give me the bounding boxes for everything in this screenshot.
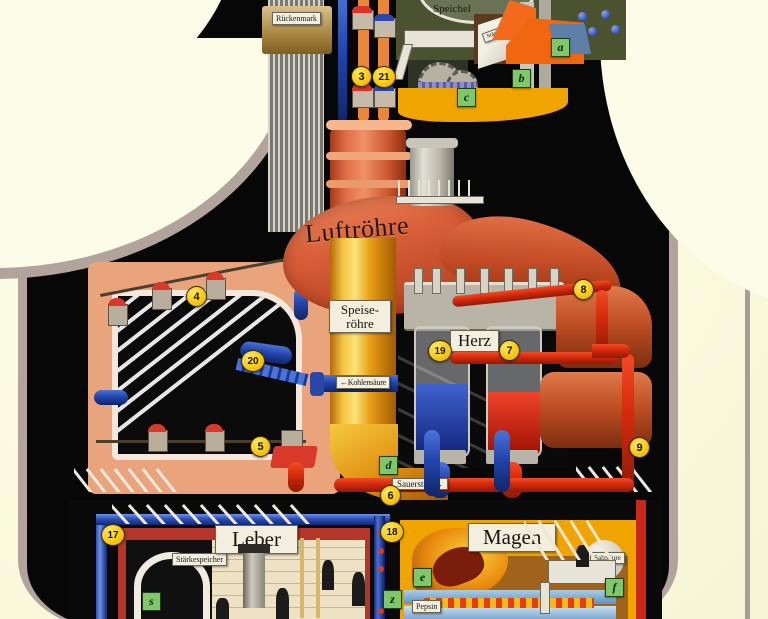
indicator-lamp xyxy=(378,566,384,572)
arm-rail-lower xyxy=(96,440,306,443)
arm-vein-left xyxy=(94,390,128,405)
abdomen-right-wall xyxy=(636,500,646,619)
stomach-ladder xyxy=(540,582,550,614)
portal-vein-left-column xyxy=(96,516,107,619)
liver-press xyxy=(243,548,265,608)
ladder-rail xyxy=(300,538,304,618)
label-speiseroehre-line1: Speise- xyxy=(340,302,380,317)
hand-pipe xyxy=(288,462,304,492)
insulator xyxy=(374,18,396,38)
letter-marker-s[interactable]: s xyxy=(142,592,161,611)
letter-marker-d[interactable]: d xyxy=(379,456,398,475)
portal-vein-top-rail xyxy=(96,514,390,525)
insulator-cap xyxy=(352,6,372,13)
letter-marker-f[interactable]: f xyxy=(605,578,624,597)
worker-figure xyxy=(352,572,365,606)
marker-17[interactable]: 17 xyxy=(101,524,125,546)
marker-19[interactable]: 19 xyxy=(428,340,452,362)
marker-4[interactable]: 4 xyxy=(186,286,207,307)
tank-lid xyxy=(406,138,458,148)
nerve-cable-2 xyxy=(358,0,369,122)
rail-insulator-cap xyxy=(152,282,170,290)
frame-right-line xyxy=(745,0,750,619)
label-rueckenmark: Rückenmark xyxy=(272,12,321,25)
artery-elbow xyxy=(592,344,630,358)
rail-insulator xyxy=(205,430,225,452)
rail-insulator xyxy=(152,288,172,310)
label-pepsin: Pepsin xyxy=(412,600,442,613)
co2-pipe-flange xyxy=(310,372,324,396)
rail-insulator xyxy=(108,304,128,326)
marker-7[interactable]: 7 xyxy=(499,340,520,361)
worker-figure xyxy=(216,598,229,619)
rail-insulator xyxy=(148,430,168,452)
valve-pin xyxy=(414,268,423,294)
marker-9[interactable]: 9 xyxy=(629,437,650,458)
oxygen-pipe xyxy=(334,478,634,492)
ladder-rail xyxy=(316,538,320,618)
rail-insulator-cap xyxy=(206,272,224,280)
nerve-cable-1 xyxy=(338,0,347,122)
indicator-lamp xyxy=(378,608,384,614)
letter-marker-a[interactable]: a xyxy=(551,38,570,57)
stomach-heating-elements xyxy=(424,598,594,608)
trachea-ring xyxy=(326,152,412,160)
esophagus-column xyxy=(330,238,396,448)
trachea-ring xyxy=(326,120,412,130)
pulmonary-artery xyxy=(450,352,618,364)
aorta-descending-upper xyxy=(596,290,608,354)
marker-6[interactable]: 6 xyxy=(380,485,401,506)
valve-pin xyxy=(432,268,441,294)
worker-figure xyxy=(276,588,289,619)
insulator xyxy=(374,88,396,108)
stomach-hatch xyxy=(524,520,616,560)
marker-21[interactable]: 21 xyxy=(372,66,396,88)
label-staerkespeicher: Stärkespeicher xyxy=(172,553,228,566)
conveyor-belt xyxy=(418,82,476,92)
molecule-dot xyxy=(601,10,610,19)
rail-insulator-cap xyxy=(108,298,126,306)
rail-insulator-cap xyxy=(148,424,166,432)
label-speichel: Speichel xyxy=(433,3,471,15)
marker-8[interactable]: 8 xyxy=(573,279,594,300)
letter-marker-z[interactable]: z xyxy=(383,590,402,609)
indicator-lamp xyxy=(378,548,384,554)
vein-down-left xyxy=(424,430,440,496)
molecule-dot xyxy=(588,27,597,36)
worker-figure xyxy=(576,545,589,567)
insulator-cap xyxy=(374,14,394,21)
molecule-dot xyxy=(611,25,620,34)
label-herz: Herz xyxy=(450,330,500,352)
label-speiseroehre: Speise- röhre xyxy=(329,300,391,334)
rail-insulator-cap xyxy=(205,424,223,432)
marker-20[interactable]: 20 xyxy=(241,350,265,372)
marker-3[interactable]: 3 xyxy=(351,66,372,87)
valve-pin xyxy=(456,268,465,294)
marker-5[interactable]: 5 xyxy=(250,436,271,457)
letter-marker-b[interactable]: b xyxy=(512,69,531,88)
trachea-ring xyxy=(326,180,412,188)
letter-marker-c[interactable]: c xyxy=(457,88,476,107)
vein-down-right xyxy=(494,430,510,492)
insulator-cap xyxy=(352,84,372,91)
valve-pin xyxy=(480,268,489,294)
rail-insulator xyxy=(206,278,226,300)
molecule-dot xyxy=(578,12,587,21)
descending-artery xyxy=(622,354,634,492)
label-speiseroehre-line2: röhre xyxy=(346,315,374,331)
worker-figure xyxy=(322,560,334,590)
marker-18[interactable]: 18 xyxy=(380,521,404,543)
liver-press-head xyxy=(238,544,270,553)
abdomen-hatch-top xyxy=(112,504,372,524)
letter-marker-e[interactable]: e xyxy=(413,568,432,587)
insulator xyxy=(352,88,374,108)
stomach-liquid-shelf-lower xyxy=(404,606,616,619)
insulator xyxy=(352,10,374,30)
label-kohlensaeure: ←Kohlensäure xyxy=(336,376,391,389)
walkway-railing xyxy=(398,180,478,196)
nerve-cable-3 xyxy=(378,0,389,122)
lung-walkway xyxy=(396,196,484,204)
rib-hatch-left xyxy=(74,468,184,492)
